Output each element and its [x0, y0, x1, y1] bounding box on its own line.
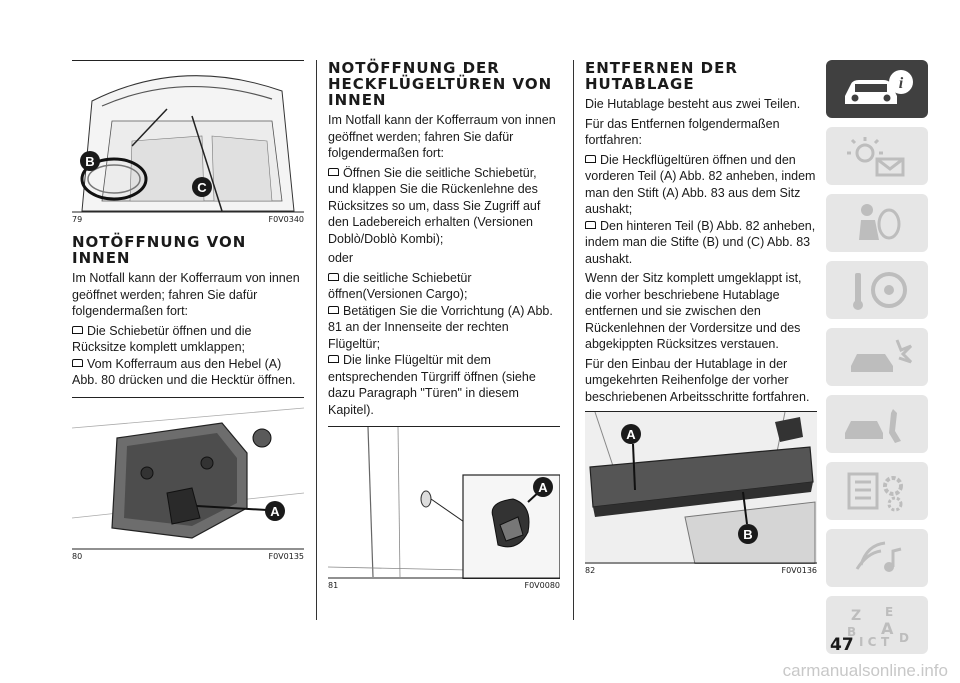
figure-caption: 80 F0V0135	[72, 550, 304, 561]
bullet-icon	[328, 167, 339, 176]
intro-text: Im Notfall kann der Kofferraum von innen…	[72, 271, 300, 318]
svg-text:I C: I C	[859, 635, 877, 648]
section-heading: ENTFERNEN DER HUTABLAGE	[585, 59, 738, 93]
figure-code: F0V0135	[268, 551, 304, 561]
bullet-icon	[328, 355, 339, 363]
list-item: Vom Kofferraum aus den Hebel (A) Abb. 80…	[72, 356, 296, 387]
label-c: C	[197, 180, 207, 195]
svg-text:B: B	[847, 625, 856, 639]
figure-code: F0V0340	[268, 215, 304, 224]
figure-number: 81	[328, 581, 339, 590]
list-item: Die linke Flügeltür mit dem entsprechend…	[328, 353, 536, 417]
label-b: B	[743, 527, 752, 542]
svg-text:Z: Z	[851, 608, 861, 624]
figure-code: F0V0136	[781, 566, 817, 575]
figure-82: A B 82 F0V0136	[585, 411, 817, 575]
bullet-icon	[72, 358, 83, 367]
svg-text:A: A	[881, 619, 894, 638]
latch-illustration: A	[72, 407, 304, 549]
figure-number: 82	[585, 566, 596, 575]
label-a: A	[270, 504, 280, 519]
paragraph: Wenn der Sitz komplett umgeklappt ist, d…	[585, 271, 802, 351]
list-item: Öffnen Sie die seitliche Schiebetür, und…	[328, 165, 541, 246]
bullet-icon	[328, 272, 339, 281]
tab-car-info[interactable]: i	[826, 60, 928, 118]
svg-text:E: E	[885, 605, 893, 619]
figure-caption: 81 F0V0080	[328, 579, 560, 590]
figure-79: B C 79 F0V0340	[72, 60, 304, 224]
tab-crash-emergency[interactable]	[826, 328, 928, 386]
section-heading: NOTÖFFNUNG DER HECKFLÜGELTÜREN VON INNEN	[328, 59, 553, 109]
label-b: B	[85, 154, 94, 169]
figure-number: 79	[72, 215, 83, 224]
section-heading: NOTÖFFNUNG VON INNEN	[72, 233, 247, 267]
bullet-icon	[585, 220, 596, 229]
tab-key-steering[interactable]	[826, 261, 928, 319]
bullet-icon	[328, 305, 339, 314]
paragraph: Die Hutablage besteht aus zwei Teilen.	[585, 97, 801, 111]
tab-alphabet-index[interactable]: Z E B A I C T D	[826, 596, 928, 654]
car-info-icon: i	[845, 70, 913, 104]
svg-text:D: D	[899, 631, 909, 645]
bullet-icon	[585, 154, 596, 163]
watermark: carmanualsonline.info	[782, 661, 948, 680]
figure-81: A 81 F0V0080	[328, 426, 560, 590]
column-1: B C 79 F0V0340 NOTÖFFNUNG VON INNEN Im N…	[72, 60, 304, 561]
intro-text: Im Notfall kann der Kofferraum von innen…	[328, 113, 556, 160]
column-divider	[316, 60, 317, 620]
label-a: A	[626, 427, 636, 442]
column-2: NOTÖFFNUNG DER HECKFLÜGELTÜREN VON INNEN…	[328, 60, 560, 590]
tab-airbag-safety[interactable]	[826, 194, 928, 252]
chapter-tabs: i	[826, 60, 928, 663]
parcel-shelf-illustration: A B	[585, 412, 817, 564]
list-item: Betätigen Sie die Vorrichtung (A) Abb. 8…	[328, 303, 553, 351]
lights-message-icon	[847, 137, 905, 177]
paragraph: Für das Entfernen folgendermaßen fortfah…	[585, 116, 780, 148]
tab-car-wrench[interactable]	[826, 395, 928, 453]
trunk-lid-illustration: B C	[72, 75, 304, 213]
column-3: ENTFERNEN DER HUTABLAGE Die Hutablage be…	[585, 60, 817, 575]
list-item: Den hinteren Teil (B) Abb. 82 anheben, i…	[585, 218, 816, 266]
figure-number: 80	[72, 551, 83, 561]
crash-emergency-icon	[851, 339, 913, 372]
label-a: A	[538, 480, 548, 495]
music-phone-icon	[855, 541, 902, 572]
page-number: 47	[830, 635, 854, 655]
paragraph: Für den Einbau der Hutablage in der umge…	[585, 356, 810, 404]
car-wrench-icon	[845, 409, 901, 443]
svg-text:i: i	[899, 75, 904, 92]
column-divider	[573, 60, 574, 620]
key-steering-icon	[853, 272, 907, 310]
list-item: Die Heckflügeltüren öffnen und den vorde…	[585, 152, 816, 216]
data-gears-icon	[847, 472, 903, 512]
tab-data-gears[interactable]	[826, 462, 928, 520]
svg-text:T: T	[881, 635, 890, 648]
figure-caption: 82 F0V0136	[585, 564, 817, 575]
bullet-icon	[72, 325, 83, 334]
figure-caption: 79 F0V0340	[72, 213, 304, 224]
door-release-illustration: A	[328, 427, 560, 579]
tab-lights-message[interactable]	[826, 127, 928, 185]
airbag-safety-icon	[859, 204, 901, 240]
tab-music-phone[interactable]	[826, 529, 928, 587]
figure-80: A 80 F0V0135	[72, 396, 304, 561]
oder-text: oder	[328, 251, 354, 265]
alphabet-index-icon: Z E B A I C T D	[847, 605, 909, 648]
list-item: die seitliche Schiebetür öffnen(Versione…	[328, 270, 472, 301]
list-item: Die Schiebetür öffnen und die Rücksitze …	[72, 323, 252, 354]
figure-code: F0V0080	[524, 581, 560, 590]
